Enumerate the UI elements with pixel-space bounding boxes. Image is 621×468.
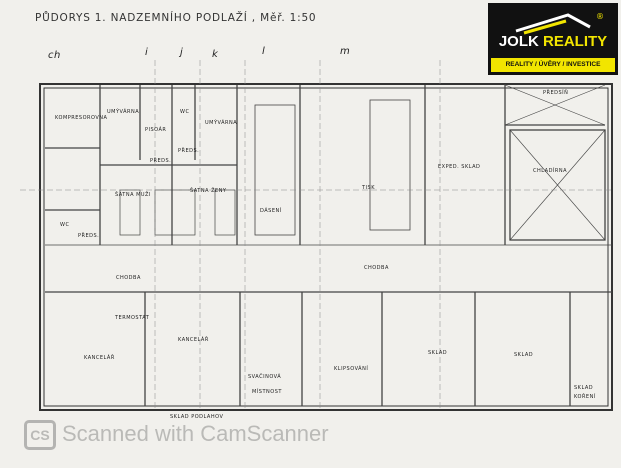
axis-mark: k <box>212 49 219 60</box>
room-label: SKLAD <box>514 352 534 358</box>
room-label: TISK <box>362 185 375 191</box>
room-label: UMÝVÁRNA <box>107 109 140 115</box>
room-label: CHODBA <box>364 265 389 271</box>
room-label: KLIPSOVÁNÍ <box>334 366 369 372</box>
outer-wall <box>39 83 613 411</box>
room-label: PŘEDS. <box>150 158 172 164</box>
room-label: PŘEDS. <box>78 233 100 239</box>
room-label: KANCELÁŘ <box>84 355 115 361</box>
room-label: WC <box>180 109 190 115</box>
room-label: SKLAD <box>428 350 448 356</box>
logo-tagline: REALITY / ÚVĚRY / INVESTICE <box>491 58 615 72</box>
room-label: PŘEDS. <box>178 148 200 154</box>
axis-mark: i <box>145 47 149 58</box>
roof-icon <box>515 13 591 35</box>
room-label: WC <box>60 222 70 228</box>
room-label: SKLAD <box>574 385 594 391</box>
room-label: ŠATNA MUŽI <box>115 192 151 198</box>
room-label: MÍSTNOST <box>252 389 282 395</box>
room-label: CHODBA <box>116 275 141 281</box>
room-label: PISOÁR <box>145 127 167 133</box>
room-label: ŠATNA ŽENY <box>190 188 227 194</box>
axis-mark: m <box>340 46 351 57</box>
room-label: KOŘENÍ <box>574 394 596 400</box>
axis-mark: l <box>262 46 266 57</box>
logo-name-white: JOLK <box>498 33 539 50</box>
plan-title: PŮDORYS 1. NADZEMNÍHO PODLAŽÍ , Měř. 1:5… <box>35 12 317 24</box>
registered-mark: ® <box>596 12 604 21</box>
room-label: SKLAD PODLAHOV <box>170 414 224 420</box>
camscanner-icon: CS <box>24 420 56 450</box>
room-label: SVAČINOVÁ <box>248 374 282 380</box>
axis-mark: ch <box>48 50 61 61</box>
room-label: UMÝVÁRNA <box>205 120 238 126</box>
room-label: CHLADÍRNA <box>533 168 568 174</box>
logo-name-yellow: REALITY <box>543 33 608 50</box>
room-label: DÁSENÍ <box>260 208 282 214</box>
room-label: TERMOSTAT <box>115 315 150 321</box>
axis-mark: j <box>180 47 184 58</box>
room-label: EXPED. SKLAD <box>438 164 481 170</box>
jolk-reality-logo: ® JOLK REALITY REALITY / ÚVĚRY / INVESTI… <box>488 3 618 75</box>
room-label: KANCELÁŘ <box>178 337 209 343</box>
room-label: PŘEDSÍŇ <box>543 90 569 96</box>
watermark-text: Scanned with CamScanner <box>62 420 329 446</box>
logo-name: JOLK REALITY <box>488 33 618 50</box>
room-label: KOMPRESOROVNA <box>55 115 108 121</box>
